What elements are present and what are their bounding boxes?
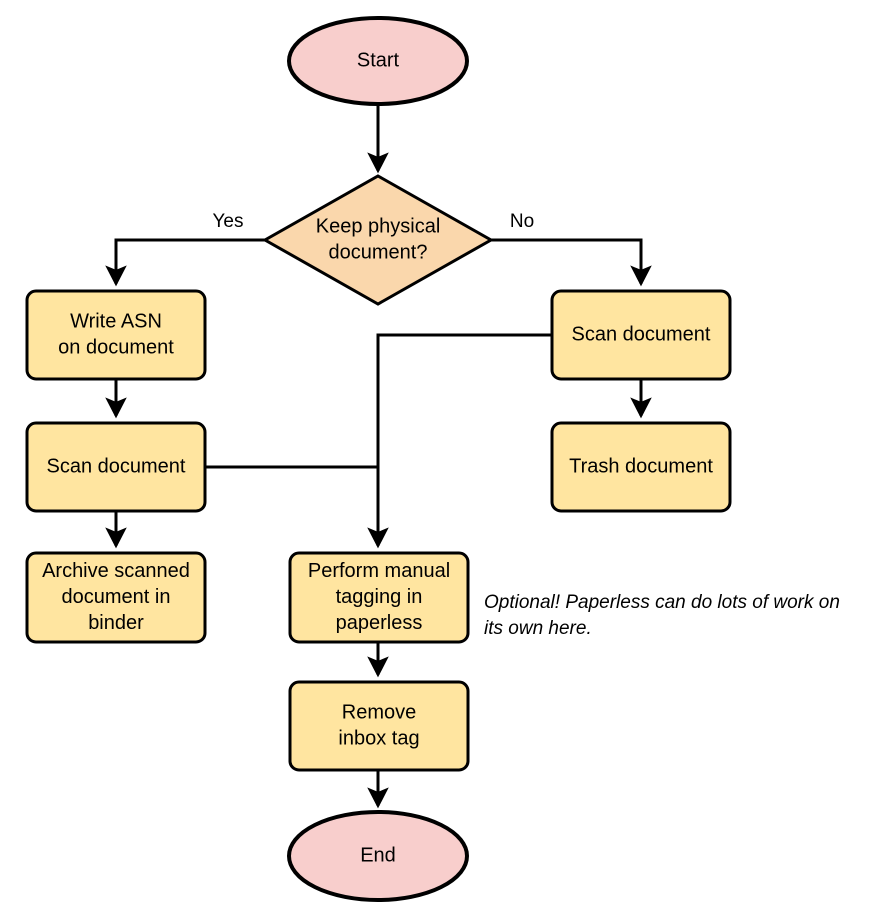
edge-labels-layer: Yes No [213, 211, 535, 232]
node-label-scan-document-right: Scan document [572, 323, 711, 345]
node-label-write-asn: Write ASN [70, 310, 162, 332]
node-remove-inbox-tag[interactable]: Remove inbox tag [288, 680, 470, 772]
node-label-decision: document? [329, 241, 428, 263]
node-label-remove-inbox-tag: inbox tag [338, 727, 419, 749]
node-label-archive-binder: binder [88, 612, 144, 634]
node-shape-start[interactable] [287, 16, 469, 106]
node-shape-archive-binder[interactable] [25, 551, 207, 644]
node-label-archive-binder: document in [62, 586, 171, 608]
edge-label-decision-no-to-scan-right: No [510, 211, 534, 232]
node-shape-decision[interactable] [261, 174, 495, 306]
node-shape-manual-tagging[interactable] [288, 551, 470, 644]
node-write-asn[interactable]: Write ASN on document [25, 289, 207, 381]
edges-layer [105, 104, 652, 809]
node-decision[interactable]: Keep physical document? [261, 174, 495, 306]
node-label-decision: Keep physical [316, 215, 441, 237]
node-label-trash-document: Trash document [569, 455, 713, 477]
node-label-manual-tagging: Perform manual [308, 560, 450, 582]
edge-label-decision-yes-to-write-asn: Yes [213, 211, 244, 232]
node-trash-document[interactable]: Trash document [550, 421, 732, 513]
annotation-optional-note: its own here. [484, 618, 592, 639]
edge-decision-yes-to-write-asn [105, 238, 266, 287]
annotations-layer: Optional! Paperless can do lots of work … [484, 592, 840, 639]
node-label-scan-document-left: Scan document [47, 455, 186, 477]
node-label-manual-tagging: tagging in [336, 586, 423, 608]
node-shape-remove-inbox-tag[interactable] [288, 680, 470, 772]
node-end[interactable]: End [287, 810, 469, 902]
edge-decision-no-to-scan-right [491, 238, 652, 287]
node-shape-trash-document[interactable] [550, 421, 732, 513]
node-archive-binder[interactable]: Archive scanned document in binder [25, 551, 207, 644]
node-label-start: Start [357, 49, 400, 71]
node-label-end: End [360, 844, 396, 866]
node-shape-scan-document-right[interactable] [550, 289, 732, 381]
node-shape-end[interactable] [287, 810, 469, 902]
node-scan-document-left[interactable]: Scan document [25, 421, 207, 513]
edge-scan-right-to-manual-tagging [367, 333, 552, 549]
node-label-remove-inbox-tag: Remove [342, 701, 416, 723]
node-manual-tagging[interactable]: Perform manual tagging in paperless [288, 551, 470, 644]
node-shape-scan-document-left[interactable] [25, 421, 207, 513]
node-label-write-asn: on document [58, 336, 174, 358]
node-label-archive-binder: Archive scanned [42, 560, 190, 582]
node-start[interactable]: Start [287, 16, 469, 106]
node-label-manual-tagging: paperless [336, 612, 423, 634]
node-shape-write-asn[interactable] [25, 289, 207, 381]
annotation-optional-note: Optional! Paperless can do lots of work … [484, 592, 840, 613]
node-scan-document-right[interactable]: Scan document [550, 289, 732, 381]
